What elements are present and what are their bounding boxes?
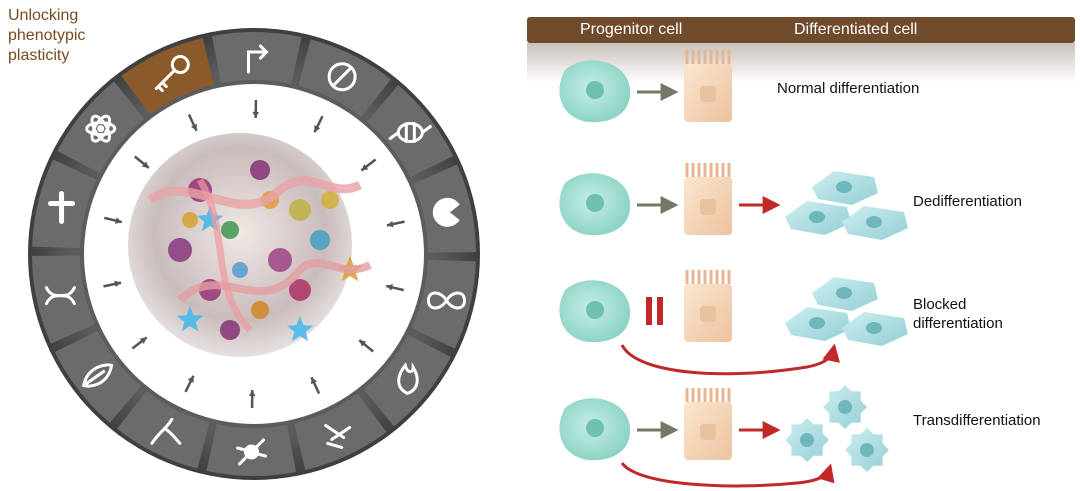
atom-icon xyxy=(85,114,117,143)
stellate-cell xyxy=(196,206,224,232)
dedifferentiated-cell xyxy=(785,201,851,235)
inward-arrowhead xyxy=(314,125,321,133)
progenitor-cell xyxy=(559,280,631,343)
row-label-transdifferentiation: Transdifferentiation xyxy=(913,411,1041,430)
dedifferentiated-cell xyxy=(842,312,908,346)
microbe-segment xyxy=(366,85,454,178)
panel-header-bar xyxy=(527,17,1075,43)
differentiated-cell xyxy=(684,163,732,235)
tumor-cell xyxy=(232,262,248,278)
infinity-icon xyxy=(426,291,466,310)
prohibited-segment xyxy=(298,39,391,118)
inward-arrowhead xyxy=(361,164,369,171)
header-progenitor-label: Progenitor cell xyxy=(580,21,683,38)
hallmarks-wheel xyxy=(28,28,480,480)
tumor-cluster xyxy=(128,133,372,357)
cross-icon xyxy=(48,191,76,225)
bones-segment xyxy=(294,393,387,471)
tumor-cell xyxy=(289,279,311,301)
row-label-dedifferentiation: Dedifferentiation xyxy=(913,192,1022,211)
row-label-dedifferentiation-line-1: Dedifferentiation xyxy=(913,193,1022,210)
branching-vessel-icon xyxy=(150,417,182,445)
inward-arrowhead xyxy=(248,389,256,397)
tumor-cell xyxy=(289,199,311,221)
differentiated-cell xyxy=(684,50,732,122)
bones-icon xyxy=(324,423,352,449)
turn-arrow-icon xyxy=(246,44,269,74)
prohibited-icon xyxy=(327,62,357,92)
fire-icon xyxy=(397,361,419,395)
inward-arrowhead xyxy=(114,280,122,288)
dna-icon xyxy=(44,286,76,306)
transdifferentiated-cell xyxy=(785,418,829,462)
tumor-cell xyxy=(168,238,192,262)
wheel-title: Unlocking phenotypic plasticity xyxy=(8,6,148,66)
title-line-1: Unlocking xyxy=(8,7,79,24)
block-bar-1 xyxy=(646,297,652,325)
dedifferentiated-cell xyxy=(812,277,878,311)
title-line-3: plasticity xyxy=(8,47,70,64)
key-icon xyxy=(154,55,190,93)
inward-arrowhead xyxy=(252,111,260,119)
inward-arrowhead xyxy=(115,217,122,224)
differentiated-cell xyxy=(684,388,732,460)
transdifferentiated-cell xyxy=(823,385,867,429)
pac-man-cell-icon xyxy=(432,197,460,227)
dedifferentiated-cell xyxy=(812,171,878,205)
inward-arrowhead xyxy=(187,375,194,383)
turn-arrow-segment xyxy=(211,32,302,85)
inward-arrowhead xyxy=(386,220,394,228)
row-label-blocked: Blocked differentiation xyxy=(913,295,1003,333)
differentiation-panel xyxy=(559,50,908,488)
tumor-cell xyxy=(310,230,330,250)
progenitor-cell xyxy=(559,60,631,123)
header-differentiated-label: Differentiated cell xyxy=(794,21,918,38)
progenitor-cell xyxy=(559,173,631,236)
tumor-cell xyxy=(268,248,292,272)
arrow-blocked-bypass xyxy=(620,343,840,376)
arrow-trans-bypass xyxy=(620,462,835,488)
row-label-transdifferentiation-line-1: Transdifferentiation xyxy=(913,412,1041,429)
tumor-cell xyxy=(251,301,269,319)
leaf-icon xyxy=(81,363,114,388)
inward-arrowhead xyxy=(311,377,318,385)
dedifferentiated-cell xyxy=(785,307,851,341)
dna-segment xyxy=(32,255,95,344)
row-label-normal-line-1: Normal differentiation xyxy=(777,80,920,97)
neuron-icon xyxy=(236,438,268,466)
microbe-icon xyxy=(388,121,432,143)
progenitor-cell xyxy=(559,398,631,461)
differentiated-cell xyxy=(684,270,732,342)
tumor-cell xyxy=(250,160,270,180)
stellate-cell xyxy=(286,316,314,342)
dedifferentiated-cell xyxy=(842,206,908,240)
tumor-cell xyxy=(182,212,198,228)
tumor-cell xyxy=(221,221,239,239)
tumor-cell xyxy=(220,320,240,340)
row-label-blocked-line-1: Blocked xyxy=(913,296,967,313)
inward-arrowhead xyxy=(139,337,147,344)
fire-segment xyxy=(363,334,451,427)
transdifferentiated-cell xyxy=(845,428,889,472)
inward-arrowhead xyxy=(359,340,367,347)
inward-arrowhead xyxy=(141,161,149,168)
inward-arrowhead xyxy=(386,284,393,291)
row-label-normal: Normal differentiation xyxy=(777,79,919,98)
stellate-cell xyxy=(176,306,204,332)
block-bar-2 xyxy=(657,297,663,325)
row-label-blocked-line-2: differentiation xyxy=(913,315,1003,332)
tumor-cell xyxy=(321,191,339,209)
inward-arrowhead xyxy=(190,123,197,131)
title-line-2: phenotypic xyxy=(8,27,86,44)
